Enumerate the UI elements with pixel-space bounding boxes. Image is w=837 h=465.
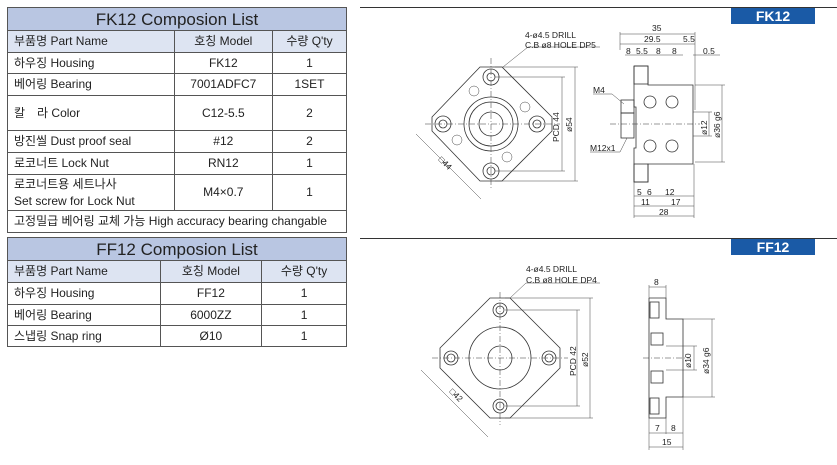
drill-note: 4-ø4.5 DRILL — [525, 30, 576, 40]
dim-8b: 8 — [671, 423, 676, 433]
dim-35: 35 — [652, 23, 662, 33]
table-footer: 고정밀급 베어링 교체 가능 High accuracy bearing cha… — [7, 210, 347, 233]
dim-d12: ø12 — [699, 120, 709, 135]
dim-d34: ø34 g6 — [701, 347, 711, 374]
col-qty: 수량 Q'ty — [261, 260, 347, 283]
dim-6: 6 — [647, 187, 652, 197]
cell: 스냅링 Snap ring — [7, 325, 161, 347]
cell: 로코너트용 세트나사 Set screw for Lock Nut — [7, 174, 175, 211]
ff12-badge: FF12 — [731, 239, 815, 255]
dim-5-5: 5.5 — [683, 34, 695, 44]
cell-line: Set screw for Lock Nut — [14, 193, 135, 208]
m12-label: M12x1 — [590, 143, 616, 153]
cell: 1 — [261, 325, 347, 347]
drill-note: 4-ø4.5 DRILL — [526, 264, 577, 274]
dim-12: 12 — [665, 187, 675, 197]
ff12-side-view: 8 ø10 ø34 g6 7 8 15 — [643, 277, 715, 450]
dim-d10: ø10 — [683, 353, 693, 368]
square-label: □42 — [448, 386, 466, 404]
hole-note: C.B ø8 HOLE DP5 — [525, 40, 596, 50]
cell: 1 — [272, 174, 347, 211]
dim-8: 8 — [654, 277, 659, 287]
fk12-side-view: 35 29.5 5.5 8 5.5 8 8 0.5 M4 M12x1 ø12 ø… — [590, 23, 725, 218]
dim-8c: 8 — [672, 46, 677, 56]
dim-8: 8 — [626, 46, 631, 56]
section-divider — [360, 238, 837, 239]
dim-5-5b: 5.5 — [636, 46, 648, 56]
m4-label: M4 — [593, 85, 605, 95]
outer-dia-label: ø54 — [564, 117, 574, 132]
cell: 칼 라 Color — [7, 95, 175, 131]
dim-5: 5 — [637, 187, 642, 197]
dim-7: 7 — [655, 423, 660, 433]
fk12-badge: FK12 — [731, 8, 815, 24]
table-title: FF12 Composion List — [7, 237, 347, 261]
pcd-label: PCD 42 — [568, 346, 578, 376]
dim-0-5: 0.5 — [703, 46, 715, 56]
dim-8b: 8 — [656, 46, 661, 56]
dim-11: 11 — [641, 197, 650, 207]
cell: #12 — [173, 130, 274, 153]
section-divider — [360, 7, 837, 8]
ff12-front-view: 4-ø4.5 DRILL C.B ø8 HOLE DP4 PCD 42 ø52 … — [420, 264, 600, 438]
cell: M4×0.7 — [173, 174, 274, 211]
cell: 방진씰 Dust proof seal — [7, 130, 175, 153]
dim-17: 17 — [671, 197, 681, 207]
col-part-name: 부품명 Part Name — [7, 260, 161, 283]
dim-28: 28 — [659, 207, 669, 217]
dim-15: 15 — [662, 437, 672, 447]
hole-note: C.B ø8 HOLE DP4 — [526, 275, 597, 285]
dim-29-5: 29.5 — [644, 34, 661, 44]
outer-dia-label: ø52 — [580, 352, 590, 367]
col-model: 호칭 Model — [159, 260, 263, 283]
pcd-label: PCD 44 — [551, 112, 561, 142]
cell-line: 로코너트용 세트나사 — [14, 176, 117, 191]
dim-d36: ø36 g6 — [712, 111, 722, 138]
table-title: FK12 Composion List — [7, 7, 347, 31]
fk12-front-view: 4-ø4.5 DRILL C.B ø8 HOLE DP5 PCD 44 ø54 … — [415, 30, 600, 200]
